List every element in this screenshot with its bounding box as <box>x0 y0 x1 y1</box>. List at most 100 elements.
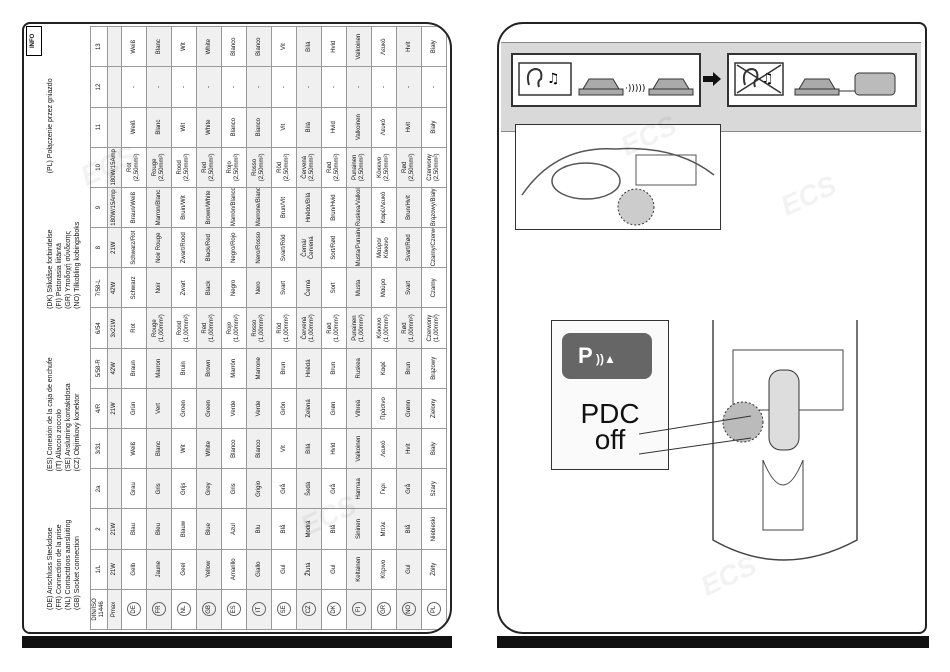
color-cell: Rosso (1,00mm²) <box>246 308 272 349</box>
color-cell: Marrón <box>221 348 247 389</box>
color-cell: Gris <box>221 468 247 509</box>
color-cell: Grau <box>121 468 147 509</box>
color-cell: Rood (1,00mm²) <box>171 308 197 349</box>
color-cell: - <box>121 66 147 108</box>
color-cell: Keltainen <box>346 549 372 590</box>
pin-cell: 6/54 <box>90 308 108 349</box>
color-cell: Brown/White <box>196 187 222 228</box>
color-cell: Blue <box>196 508 222 550</box>
wiring-table-rotated: (DE) Anschluss Steckdose(FR) Connection … <box>47 26 450 630</box>
color-cell: - <box>196 66 222 108</box>
color-cell: Rød (1,00mm²) <box>396 308 422 349</box>
pin-cell: 12 <box>90 66 108 108</box>
color-cell: Vit <box>271 107 297 148</box>
pin-cell: 7/58-L <box>90 267 108 308</box>
color-cell: Vit <box>271 26 297 67</box>
color-cell: Grön <box>271 388 297 429</box>
color-cell: Svart <box>271 267 297 308</box>
legend-item: (PL) Połączenie przez gniazdo <box>47 78 54 174</box>
color-cell: Λευκό <box>371 107 397 148</box>
lang-cell: SE <box>271 589 297 630</box>
color-cell: Gris <box>146 468 172 509</box>
lang-cell: FR <box>146 589 172 630</box>
color-cell: Κόκκινο (1,00mm²) <box>371 308 397 349</box>
lang-code: DE <box>127 602 141 617</box>
color-cell: Groen <box>171 388 197 429</box>
car-icon <box>578 78 624 96</box>
color-cell: - <box>296 66 322 108</box>
color-cell: Noir Rouge <box>146 227 172 268</box>
color-cell: Marrone <box>246 348 272 389</box>
ear-icon <box>526 67 543 88</box>
legend-item: (DE) Anschluss Steckdose <box>47 527 54 610</box>
lang-code: PL <box>427 602 441 617</box>
sound-on-panel: ♫ ·))))) <box>511 53 701 107</box>
lang-cell: IT <box>246 589 272 630</box>
color-cell: Schwarz <box>121 267 147 308</box>
color-cell: Bianco <box>246 107 272 148</box>
car-icon <box>648 78 694 96</box>
color-cell: Azul <box>221 508 247 550</box>
color-cell: Rojo (2,50mm²) <box>221 147 247 188</box>
color-cell: Rouge (1,00mm²) <box>146 308 172 349</box>
color-cell: Rojo (1,00mm²) <box>221 308 247 349</box>
color-cell: Gul <box>271 549 297 590</box>
color-cell: Blauw <box>171 508 197 550</box>
pdc-button: P ))▲ <box>562 333 652 379</box>
color-cell: Hvit <box>396 428 422 469</box>
color-cell: Bílá <box>296 428 322 469</box>
color-cell: Καφέ <box>371 348 397 389</box>
color-cell: Sort <box>321 267 347 308</box>
color-cell: Weiß <box>121 428 147 469</box>
color-cell: Μαύρο/Κόκκινο <box>371 227 397 268</box>
color-cell: Červená (1,00mm²) <box>296 308 322 349</box>
pmax-cell: 21W <box>107 549 122 590</box>
color-cell: Svart/Röd <box>271 227 297 268</box>
pmax-cell <box>107 468 122 509</box>
color-cell: White <box>196 26 222 67</box>
color-cell: Green <box>196 388 222 429</box>
color-cell: Rosso (2,50mm²) <box>246 147 272 188</box>
lang-code: GB <box>202 602 216 617</box>
color-cell: Wit <box>171 107 197 148</box>
color-cell: Černá <box>296 267 322 308</box>
color-cell: Nero/Rosso <box>246 227 272 268</box>
color-cell: Noir <box>146 267 172 308</box>
pin-cell: 8 <box>90 227 108 268</box>
color-cell: - <box>246 66 272 108</box>
legend-item: (CZ) Objímkový konektor <box>74 393 81 472</box>
color-cell: Rouge (2,50mm²) <box>146 147 172 188</box>
pdc-off-label: PDC off <box>580 398 640 455</box>
color-cell: Geel <box>171 549 197 590</box>
pin-cell: 4/R <box>90 388 108 429</box>
color-cell: Gelb <box>121 549 147 590</box>
svg-text:♫: ♫ <box>547 71 560 87</box>
color-cell: Grey <box>196 468 222 509</box>
lang-cell: NL <box>171 589 197 630</box>
color-cell: Grønn <box>396 388 422 429</box>
legend-item: (SE) Anslutning kontaktdosa <box>65 383 72 472</box>
color-cell: Valkoinen <box>346 26 372 67</box>
color-cell: Nero <box>246 267 272 308</box>
steering-wheel <box>551 162 621 200</box>
color-cell: Grøn <box>321 388 347 429</box>
color-cell: Πράσινο <box>371 388 397 429</box>
color-cell: Brun <box>321 348 347 389</box>
table-corner: DIN/ISO 11446 <box>90 589 108 630</box>
lang-code: SE <box>277 602 291 617</box>
legend-item: (DK) Stikdåse forbindelse <box>47 229 54 309</box>
color-cell: Blanc <box>146 107 172 148</box>
color-cell: Weiß <box>121 26 147 67</box>
trailer-icon <box>854 72 896 96</box>
lang-code: IT <box>252 602 266 617</box>
color-cell: Κίτρινο <box>371 549 397 590</box>
button-closeup: P ))▲ PDC off <box>551 320 669 470</box>
arrow-right-icon <box>703 72 721 86</box>
color-cell: Bianco <box>246 26 272 67</box>
color-cell: Hvid <box>321 26 347 67</box>
lang-cell: CZ <box>296 589 322 630</box>
pmax-cell <box>107 107 122 148</box>
